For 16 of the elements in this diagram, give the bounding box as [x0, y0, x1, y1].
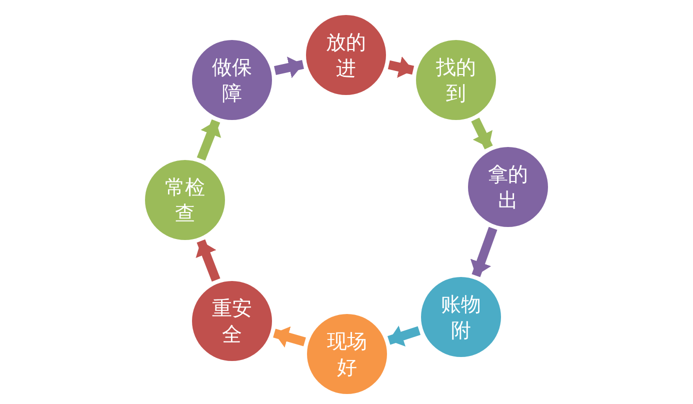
arrow	[388, 56, 414, 78]
circle-node: 放的进	[306, 15, 386, 95]
arrow	[196, 119, 222, 161]
arrow	[273, 326, 306, 348]
arrow	[387, 326, 421, 347]
circle-node: 找的到	[416, 40, 496, 120]
circle-node: 账物附	[421, 277, 501, 357]
arrow	[274, 56, 304, 78]
circle-node: 拿的出	[468, 147, 548, 227]
circle-node: 做保障	[192, 40, 272, 120]
circle-node: 现场好	[307, 314, 387, 394]
circle-node: 常检查	[145, 160, 225, 240]
arrow	[470, 226, 498, 278]
arrow	[471, 118, 493, 150]
arrow	[196, 239, 220, 282]
circle-node: 重安全	[192, 281, 272, 361]
